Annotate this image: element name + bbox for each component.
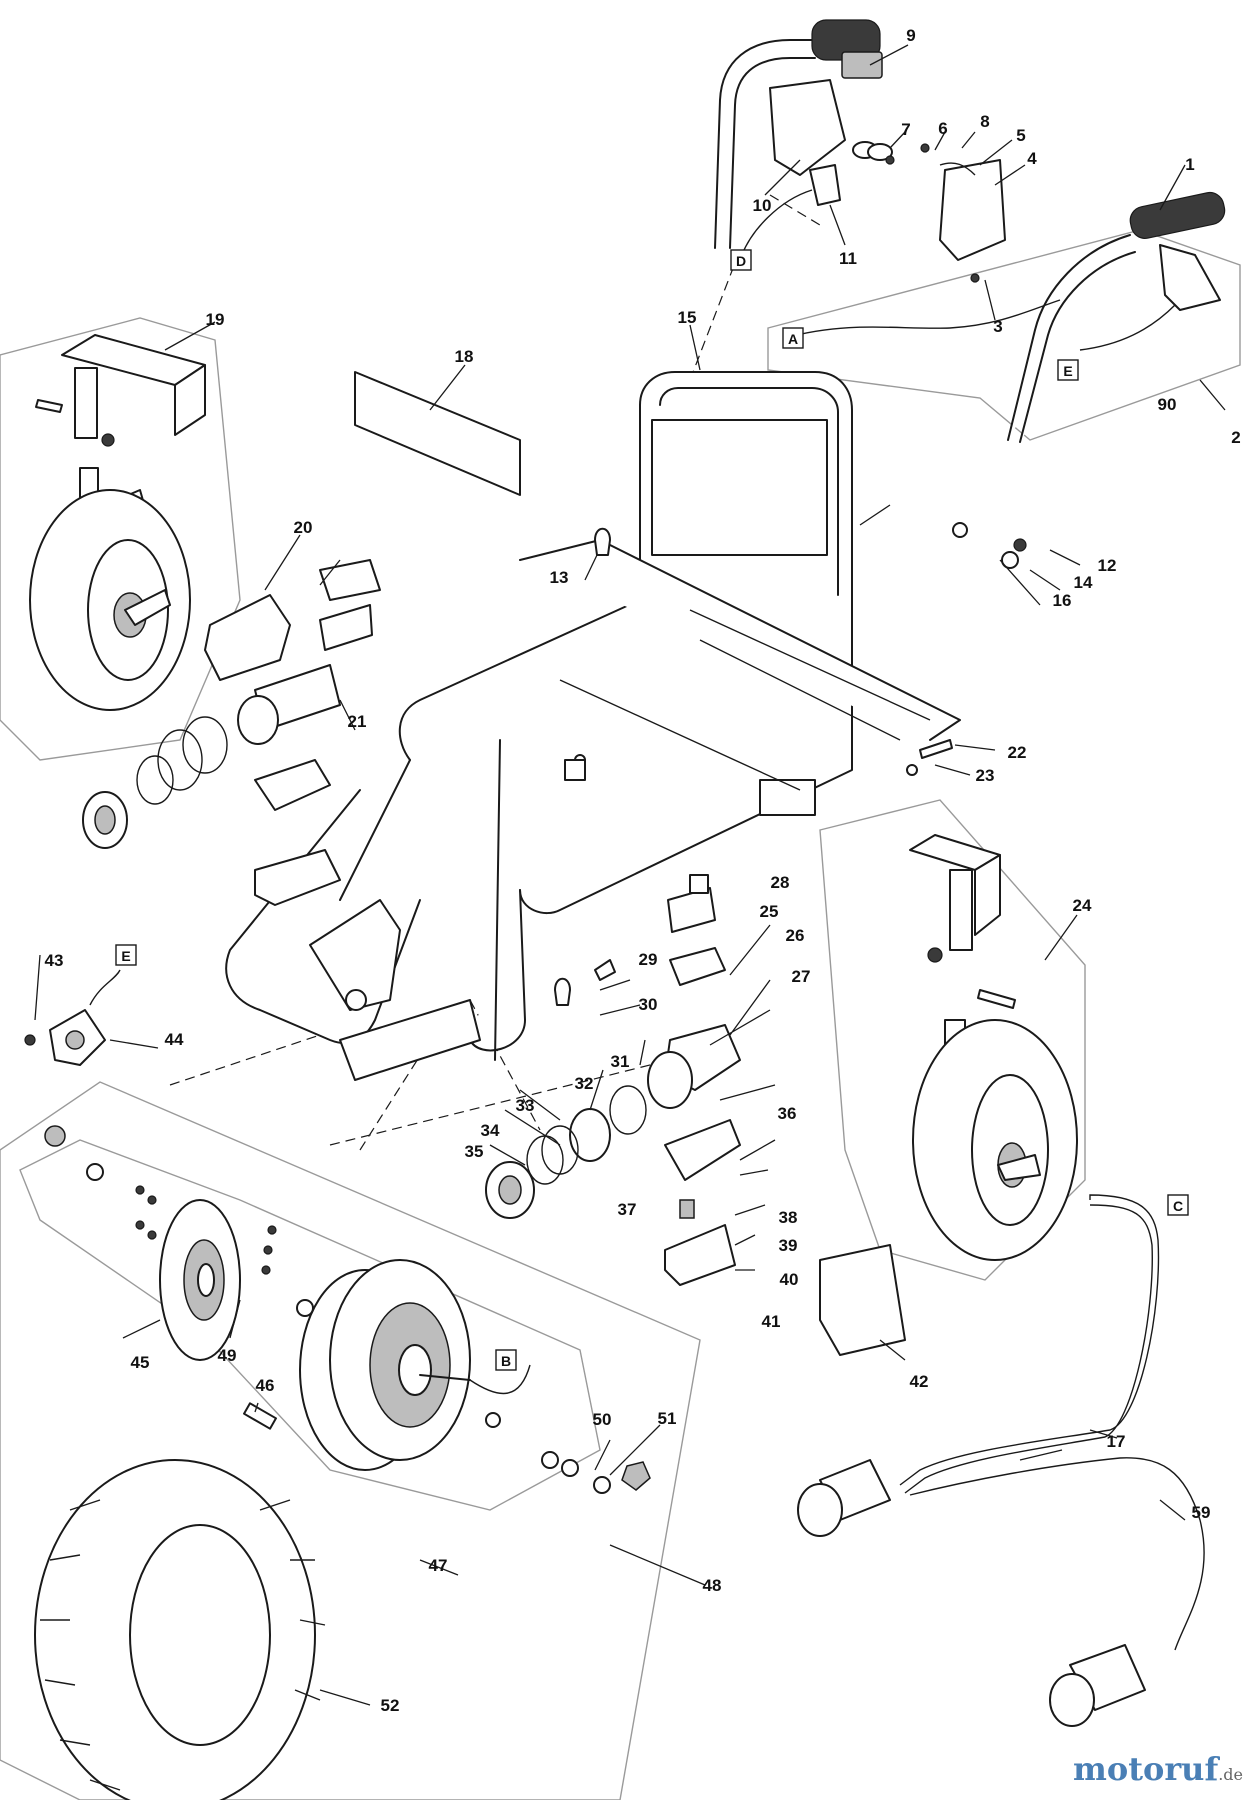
motor-side-parts-left [82, 559, 381, 906]
svg-text:E: E [1063, 363, 1072, 379]
callout-18: 18 [455, 347, 474, 366]
callout-10: 10 [753, 196, 772, 215]
brake-caliper [24, 969, 121, 1066]
callout-7: 7 [901, 120, 910, 139]
callout-5: 5 [1016, 126, 1025, 145]
callout-21: 21 [348, 712, 367, 731]
svg-text:E: E [121, 948, 130, 964]
connector-tag-e-caliper: E [115, 944, 137, 966]
svg-text:C: C [1173, 1198, 1183, 1214]
callout-numbers: 1 2 3 4 5 6 7 8 9 10 11 12 13 14 15 16 1… [45, 26, 1241, 1715]
callout-47: 47 [429, 1556, 448, 1575]
callout-28: 28 [771, 873, 790, 892]
callout-17: 17 [1107, 1432, 1126, 1451]
callout-20: 20 [294, 518, 313, 537]
callout-12: 12 [1098, 556, 1117, 575]
callout-15: 15 [678, 308, 697, 327]
callout-8: 8 [980, 112, 989, 131]
callout-38: 38 [779, 1208, 798, 1227]
callout-1: 1 [1185, 155, 1194, 174]
control-cover [939, 159, 1006, 261]
motor-side-parts-right [485, 887, 906, 1356]
callout-46: 46 [256, 1376, 275, 1395]
handlebar-right [784, 191, 1226, 443]
callout-14: 14 [1074, 573, 1093, 592]
svg-text:D: D [736, 253, 746, 269]
connector-tag-c: C [1167, 1194, 1189, 1216]
connector-tag-e-handlebar: E [1057, 359, 1079, 381]
callout-42: 42 [910, 1372, 929, 1391]
callout-30: 30 [639, 995, 658, 1014]
caster-wheel-group-left-outline [0, 317, 241, 761]
callout-52: 52 [381, 1696, 400, 1715]
callout-3: 3 [993, 317, 1002, 336]
watermark-logo: motoruf.de [1073, 1750, 1243, 1788]
callout-44: 44 [165, 1030, 184, 1049]
callout-49: 49 [218, 1346, 237, 1365]
callout-90: 90 [1158, 395, 1177, 414]
assembly-line-frame [169, 999, 671, 1151]
callout-4: 4 [1027, 149, 1037, 168]
callout-59: 59 [1192, 1503, 1211, 1522]
callout-35: 35 [465, 1142, 484, 1161]
connector-tag-b: B [495, 1349, 517, 1371]
connector-tag-a: A [782, 327, 804, 349]
tire [34, 1459, 326, 1800]
grip-right [1129, 191, 1226, 240]
switch-block [809, 164, 841, 206]
assembly-line-handle [689, 194, 821, 381]
callout-6: 6 [938, 119, 947, 138]
callout-24: 24 [1073, 896, 1092, 915]
svg-text:B: B [501, 1353, 511, 1369]
callout-11: 11 [839, 249, 857, 268]
callout-26: 26 [786, 926, 805, 945]
leader-lines [34, 44, 1226, 1706]
wheel-assembly-group-48-outline [0, 1081, 701, 1800]
hardware-small-parts [44, 522, 1027, 1494]
callout-41: 41 [762, 1312, 781, 1331]
callout-33: 33 [516, 1096, 535, 1115]
callout-51: 51 [658, 1409, 677, 1428]
caster-wheel-left [29, 334, 206, 711]
label-plate [354, 371, 521, 496]
callout-34: 34 [481, 1121, 500, 1140]
callout-19: 19 [206, 310, 225, 329]
callout-36: 36 [778, 1104, 797, 1123]
svg-text:A: A [788, 331, 798, 347]
callout-48: 48 [703, 1576, 722, 1595]
callout-22: 22 [1008, 743, 1027, 762]
callout-45: 45 [131, 1353, 150, 1372]
cable-harness [797, 1194, 1205, 1727]
brake-disc [159, 1199, 241, 1361]
callout-23: 23 [976, 766, 995, 785]
caster-wheel-right [909, 834, 1078, 1261]
callout-29: 29 [639, 950, 658, 969]
hub-group-47-outline [19, 1139, 601, 1511]
handlebar-left [714, 19, 1006, 283]
callout-43: 43 [45, 951, 64, 970]
main-frame [225, 371, 961, 1081]
callout-31: 31 [611, 1052, 630, 1071]
hub-motor [296, 1259, 531, 1471]
callout-25: 25 [760, 902, 779, 921]
callout-16: 16 [1053, 591, 1072, 610]
callout-39: 39 [779, 1236, 798, 1255]
callout-9: 9 [906, 26, 915, 45]
watermark-tld: .de [1218, 1765, 1243, 1784]
callout-2: 2 [1231, 428, 1240, 447]
callout-50: 50 [593, 1410, 612, 1429]
callout-13: 13 [550, 568, 569, 587]
brake-lever [1159, 244, 1221, 311]
callout-27: 27 [792, 967, 811, 986]
callout-40: 40 [780, 1270, 799, 1289]
watermark-brand: motoruf [1072, 1750, 1219, 1788]
callout-37: 37 [618, 1200, 637, 1219]
callout-32: 32 [575, 1074, 594, 1093]
electronics-module [841, 51, 883, 79]
connector-tag-d: D [730, 249, 752, 271]
